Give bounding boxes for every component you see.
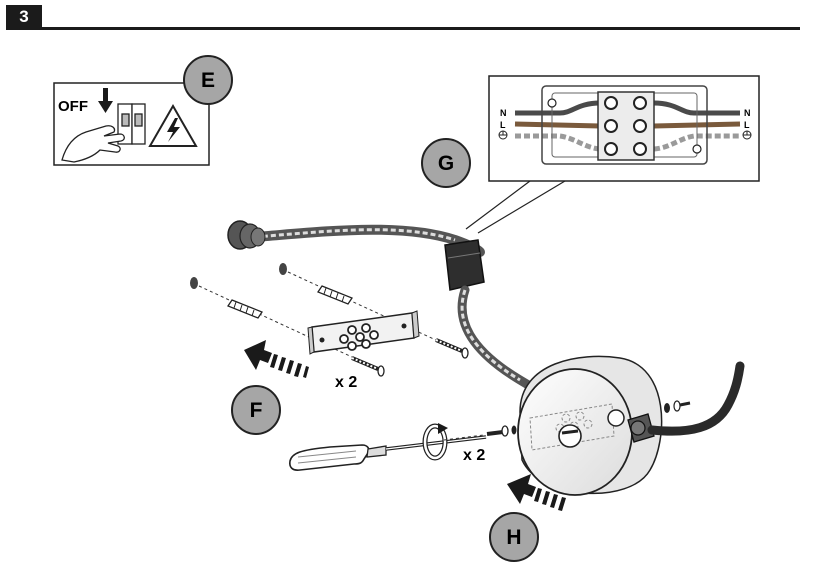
svg-text:H: H (506, 526, 521, 549)
direction-arrow-icon (244, 340, 309, 378)
mounting-bracket (307, 310, 420, 355)
down-arrow-icon (98, 88, 113, 113)
earth-ground-icon (742, 130, 752, 140)
callout-e: E (183, 55, 233, 105)
terminal-detail-panel: N L N L (465, 75, 760, 234)
circuit-breaker-icon (117, 103, 146, 145)
wall-plug-left (227, 299, 263, 319)
step-number: 3 (6, 5, 42, 28)
wall-plug-right (317, 285, 353, 305)
drill-hole-right (279, 263, 287, 275)
cable-grommet (227, 220, 266, 250)
left-wires (514, 100, 601, 152)
svg-text:G: G (438, 152, 454, 175)
callout-g: G (421, 138, 471, 188)
earth-ground-icon (498, 130, 508, 140)
step-header-rule (6, 27, 800, 30)
left-neutral-label: N (500, 108, 507, 118)
power-off-panel: OFF (53, 82, 210, 166)
right-neutral-label: N (744, 108, 751, 118)
round-fixture-body (517, 355, 663, 496)
screw-left (351, 356, 385, 377)
wall-plug-assembly: x 2 (190, 263, 469, 391)
direction-arrow-icon (507, 474, 566, 511)
quantity-label-fixing-screws: x 2 (463, 447, 485, 464)
callout-f: F (231, 385, 281, 435)
rotation-arrow-icon (422, 423, 448, 461)
high-voltage-warning-icon (148, 103, 198, 147)
inline-connector (444, 239, 485, 291)
left-live-label: L (500, 120, 506, 130)
cable-gland (627, 413, 655, 443)
svg-text:E: E (201, 69, 215, 92)
screw-right (435, 338, 469, 359)
right-live-label: L (744, 120, 750, 130)
supply-cable (227, 220, 565, 407)
screwdriver-icon (289, 435, 487, 471)
outgoing-cable (647, 361, 745, 436)
terminal-cap (558, 424, 582, 448)
terminal-screws (604, 96, 647, 156)
svg-text:F: F (250, 399, 263, 422)
callout-h: H (489, 512, 539, 562)
side-screw (664, 400, 691, 413)
quantity-label-screws: x 2 (335, 374, 357, 391)
hand-icon (61, 125, 125, 163)
off-label: OFF (58, 98, 88, 115)
drill-hole-left (190, 277, 198, 289)
fixing-screw (486, 425, 517, 437)
